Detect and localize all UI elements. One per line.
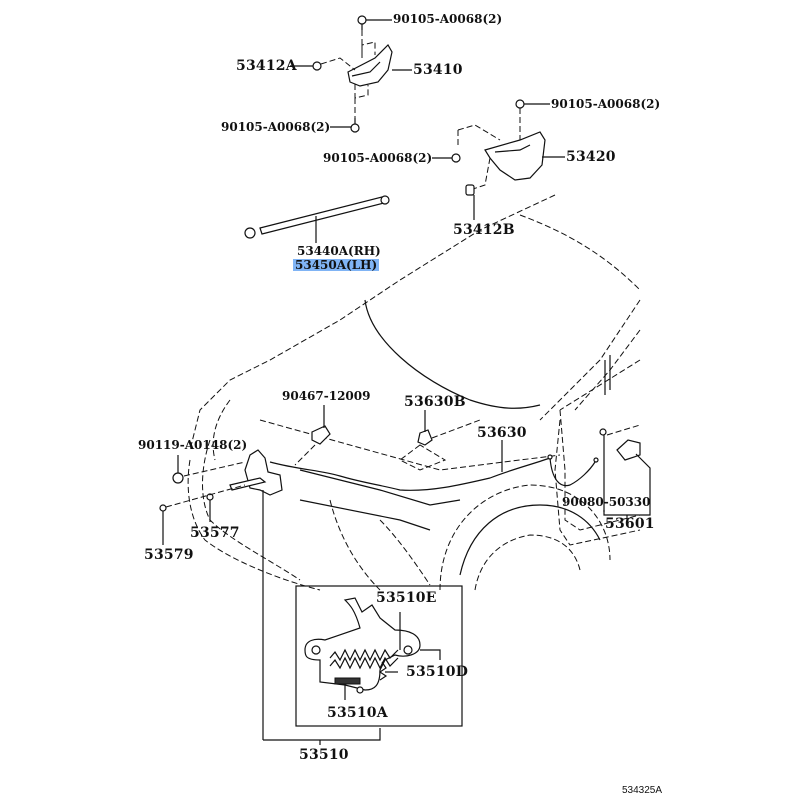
label-lever-53601[interactable]: 53601	[605, 516, 655, 532]
label-cable-53630[interactable]: 53630	[477, 425, 527, 441]
label-bolt-90119[interactable]: 90119-A0148(2)	[138, 438, 248, 452]
lock-53510-bracket	[263, 728, 381, 745]
label-lock-53510[interactable]: 53510	[299, 747, 349, 763]
clip-53630B-icon	[399, 410, 481, 471]
label-clip-53630B[interactable]: 53630B	[404, 394, 466, 410]
label-bolt-90105-top-rh[interactable]: 90105-A0068(2)	[551, 97, 661, 111]
label-bushing-53412A[interactable]: 53412A	[236, 58, 297, 74]
release-cable-53630[interactable]	[269, 440, 599, 491]
bolt-icon	[330, 98, 360, 133]
bolt-icon	[357, 15, 392, 58]
hinge-53410[interactable]	[347, 41, 393, 99]
label-spring-53510A[interactable]: 53510A	[327, 705, 388, 721]
clamp-90467-icon	[294, 405, 331, 466]
label-spring-53510E[interactable]: 53510E	[376, 590, 437, 606]
hinge-53420[interactable]	[457, 124, 546, 191]
label-hinge-53410[interactable]: 53410	[413, 62, 463, 78]
diagram-reference-code: 534325A	[622, 785, 663, 796]
hood-support-strut[interactable]	[244, 195, 390, 243]
lock-detail-inset	[295, 585, 463, 727]
label-support-rh[interactable]: 53440A(RH)	[297, 244, 381, 258]
label-bolt-90105-lower-lh[interactable]: 90105-A0068(2)	[221, 120, 331, 134]
label-cushion-53577[interactable]: 53577	[190, 525, 240, 541]
label-spring-53510D[interactable]: 53510D	[406, 664, 469, 680]
bushing-53412B-icon	[465, 184, 475, 220]
label-support-lh[interactable]: 53450A(LH)	[293, 258, 380, 272]
bolt-icon	[515, 99, 550, 140]
label-hinge-53420[interactable]: 53420	[566, 149, 616, 165]
bolt-90119-icon	[172, 455, 246, 484]
lever-53601[interactable]	[599, 424, 651, 520]
cushion-53577-icon	[206, 493, 214, 522]
bolt-icon	[432, 153, 461, 163]
cushion-53579-icon	[159, 484, 246, 545]
label-bolt-90105-lower-rh[interactable]: 90105-A0068(2)	[323, 151, 433, 165]
hood-lock-assembly[interactable]	[229, 449, 283, 740]
hood-outline	[189, 194, 641, 546]
label-bushing-53412B[interactable]: 53412B	[453, 222, 515, 238]
label-clamp-90467[interactable]: 90467-12009	[282, 389, 371, 403]
wheel-arch	[439, 484, 611, 591]
label-bolt-90105-top-lh[interactable]: 90105-A0068(2)	[393, 12, 503, 26]
label-cushion-53579[interactable]: 53579	[144, 547, 194, 563]
label-screw-90080[interactable]: 90080-50330	[562, 495, 651, 509]
bushing-53412A-icon	[290, 57, 356, 71]
